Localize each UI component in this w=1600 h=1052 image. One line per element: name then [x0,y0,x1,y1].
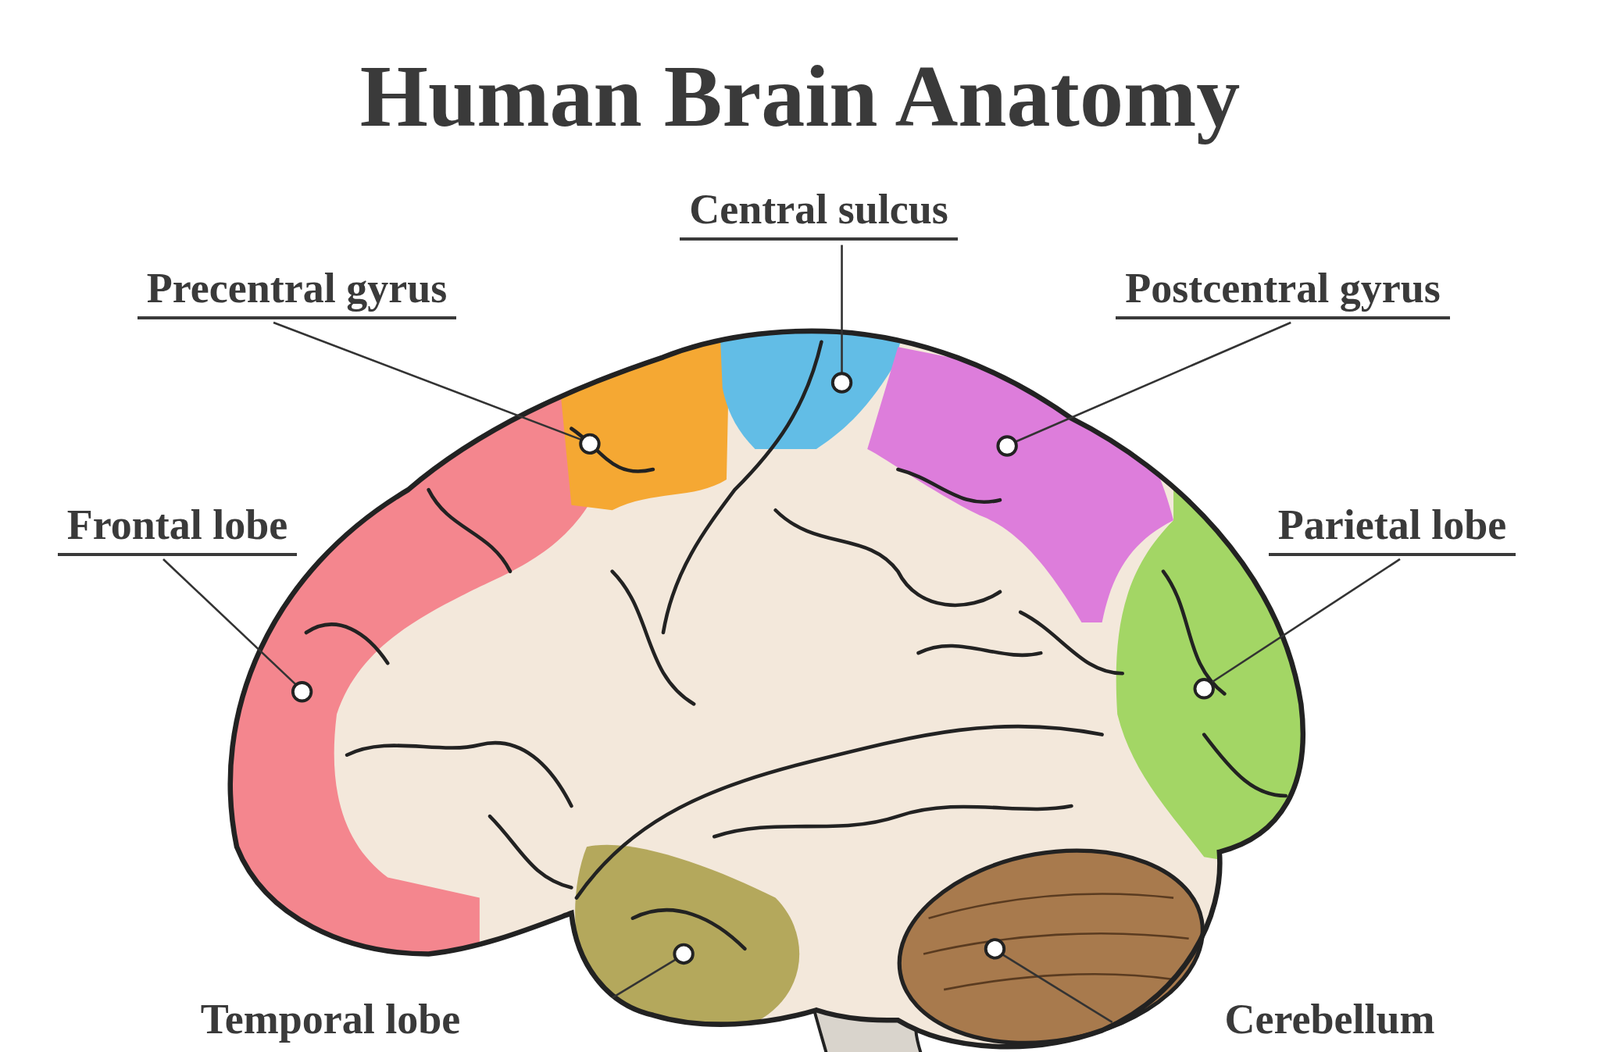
gyri [306,342,1286,950]
part-label: Cerebellum [1225,996,1436,1043]
part-label: Temporal lobe [200,996,461,1043]
part-label: Precentral gyrus [137,265,457,320]
part-label: Parietal lobe [1268,502,1516,557]
cerebellum [883,828,1218,1052]
frontal-region [153,285,603,1000]
leader-lines [163,245,1400,1023]
title: Human Brain Anatomy [360,48,1240,145]
part-label: Postcentral gyrus [1115,265,1450,320]
temporal-region [575,845,800,1032]
brain-outline [230,331,1304,1047]
marker-dots [292,373,1214,964]
part-label: Central sulcus [679,186,958,241]
part-label: Frontal lobe [57,502,298,557]
